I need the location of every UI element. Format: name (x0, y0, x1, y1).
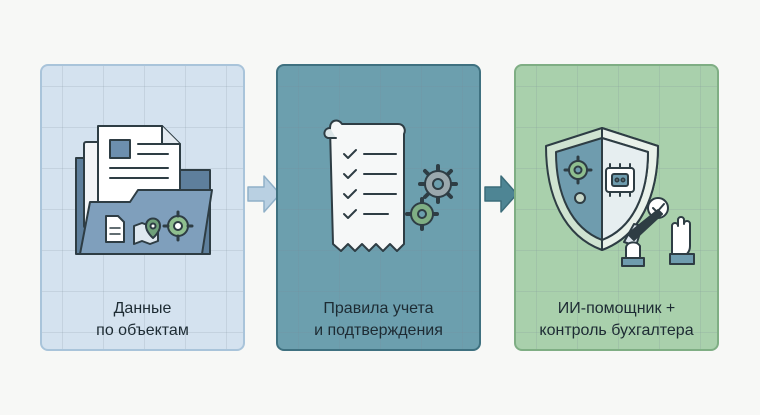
ai-shield-hands-icon (545, 127, 695, 267)
step-card-data: Данные по объектам (40, 64, 245, 351)
step-card-ai: ИИ-помощник + контроль бухгалтера (514, 64, 719, 351)
arrow-right-icon (247, 175, 281, 213)
folder-documents-icon (75, 125, 213, 255)
step-label-line-1: Правила учета (323, 300, 434, 317)
step-label: ИИ-помощник + контроль бухгалтера (516, 298, 717, 342)
step-label: Данные по объектам (42, 298, 243, 342)
step-card-rules: Правила учета и подтверждения (276, 64, 481, 351)
step-label-line-1: ИИ-помощник + (557, 300, 676, 317)
step-label-line-2: и подтверждения (314, 322, 443, 339)
step-label-line-2: по объектам (96, 322, 189, 339)
step-label-line-2: контроль бухгалтера (539, 322, 694, 339)
arrow-right-icon (484, 175, 518, 213)
checklist-gears-icon (323, 119, 458, 252)
step-label: Правила учета и подтверждения (278, 298, 479, 342)
step-label-line-1: Данные (113, 300, 172, 317)
